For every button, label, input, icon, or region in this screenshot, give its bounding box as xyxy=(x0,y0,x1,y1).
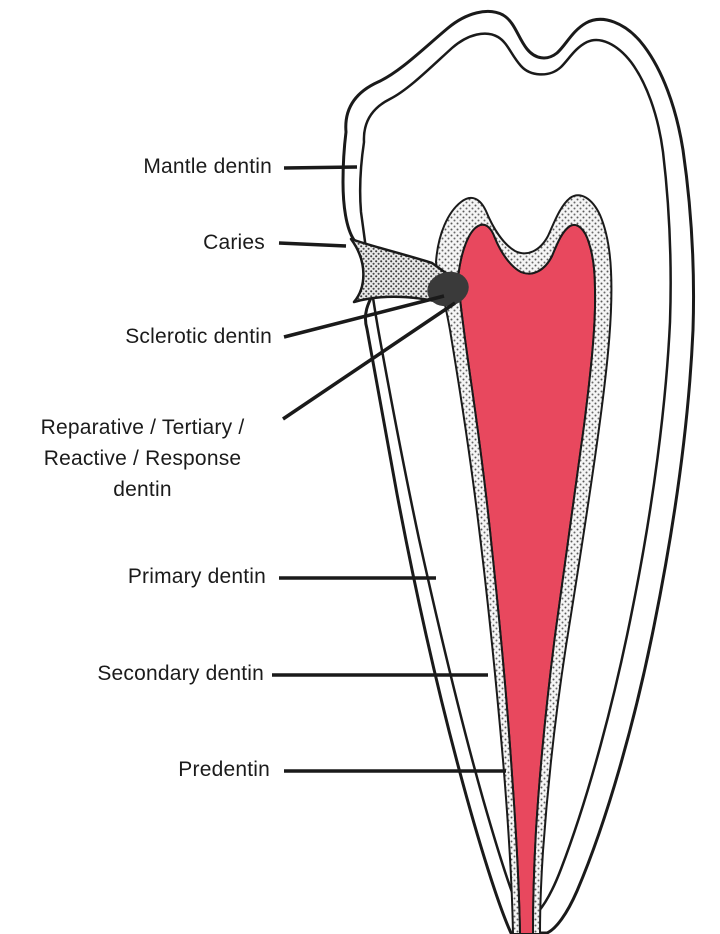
leader-line-reparative-dentin xyxy=(282,301,456,421)
tooth-inner-outline xyxy=(358,32,672,914)
label-caries: Caries xyxy=(203,231,265,254)
label-reparative-dentin-line1: Reparative / Tertiary / xyxy=(40,416,245,439)
label-reparative-dentin: Reparative / Tertiary / Reactive / Respo… xyxy=(0,412,285,505)
label-mantle-dentin: Mantle dentin xyxy=(143,155,272,178)
leader-line-sclerotic-dentin xyxy=(283,294,445,339)
label-reparative-dentin-line3: dentin xyxy=(113,478,172,501)
dentin-stipple-band xyxy=(435,194,613,934)
label-predentin: Predentin xyxy=(178,758,270,781)
label-primary-dentin: Primary dentin xyxy=(127,565,266,588)
label-reparative-dentin-line2: Reactive / Response xyxy=(43,447,242,470)
leader-line-caries xyxy=(278,241,347,248)
leader-line-mantle-dentin xyxy=(283,165,358,170)
label-sclerotic-dentin: Sclerotic dentin xyxy=(125,325,272,348)
label-secondary-dentin: Secondary dentin xyxy=(97,662,264,685)
